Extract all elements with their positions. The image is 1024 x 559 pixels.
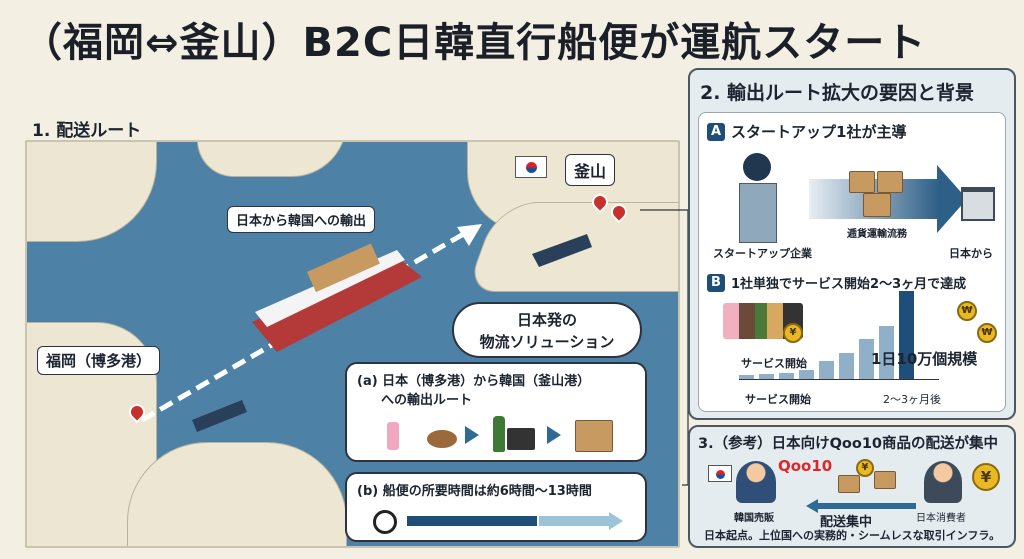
growth-axis xyxy=(739,378,939,380)
section1-heading: 1. 配送ルート xyxy=(32,121,142,141)
growth-bar xyxy=(899,291,914,379)
box-a-line2: への輸出ルート xyxy=(381,393,473,408)
startup-building-icon xyxy=(739,183,777,243)
growth-bar xyxy=(839,352,854,379)
section3-panel: 3.（参考）日本向けQoo10商品の配送が集中 Qoo10 ¥ ¥ 韓国売販 配… xyxy=(688,425,1016,548)
parcels-icon xyxy=(849,171,875,193)
food-icon xyxy=(427,430,457,448)
seller-avatar xyxy=(736,461,776,503)
flow-label: 逓貨運輸流務 xyxy=(847,229,907,240)
cargo-ship xyxy=(252,257,422,352)
growth-bar xyxy=(739,374,754,379)
scale-label: 1日10万個規模 xyxy=(871,350,978,368)
seller-label: 韓国売販 xyxy=(734,513,774,524)
rocket-icon xyxy=(743,153,771,181)
section3-footer: 日本起点。上位国への実務的・シームレスな取引インフラ。 xyxy=(704,529,1001,542)
yen-coin-icon: ¥ xyxy=(856,459,874,477)
cloud-line1: 日本発の xyxy=(516,311,577,329)
flow-label: 配送集中 xyxy=(820,515,873,530)
axis-start-label: サービス開始 xyxy=(745,393,811,406)
yen-coin-icon: ¥ xyxy=(972,463,1000,491)
section2-content: A スタートアップ1社が主導 逓貨運輸流務 スタートアップ企業 日本から B 1社単… xyxy=(698,112,1006,412)
time-bar-extended xyxy=(539,516,609,526)
time-bar xyxy=(407,516,537,526)
parcel-icon xyxy=(838,475,860,493)
won-coin-icon: ₩ xyxy=(957,301,977,321)
badge-a: A xyxy=(707,123,725,141)
consumer-label: 日本消費者 xyxy=(916,513,966,524)
cloud-line2: 物流ソリューション xyxy=(479,333,615,351)
delivery-arrow xyxy=(816,503,916,509)
time-arrow-head xyxy=(609,512,623,530)
export-route-box: (a) 日本（博多港）から韓国（釜山港） への輸出ルート xyxy=(345,362,647,462)
parcels-icon xyxy=(863,193,891,217)
won-coin-icon: ₩ xyxy=(977,323,997,343)
korea-flag-icon xyxy=(708,465,732,482)
route-arrow xyxy=(140,224,592,432)
busan-label: 釜山 xyxy=(565,154,616,186)
growth-bar xyxy=(779,372,794,379)
section3-heading: 3.（参考）日本向けQoo10商品の配送が集中 xyxy=(698,436,999,452)
startup-label: スタートアップ企業 xyxy=(713,247,812,260)
microwave-icon xyxy=(507,428,535,450)
growth-bar xyxy=(759,373,774,379)
sake-bottle-icon xyxy=(493,416,505,452)
cosmetics-icon xyxy=(387,422,399,450)
arrow-icon xyxy=(465,426,479,444)
axis-end-label: 2〜3ヶ月後 xyxy=(883,393,941,406)
factor-a-title: A スタートアップ1社が主導 xyxy=(707,121,906,142)
small-ship-busan xyxy=(532,234,592,267)
page-title: （福岡⇔釜山）B2C日韓直行船便が運航スタート xyxy=(22,20,927,66)
parcel-icon xyxy=(575,420,613,452)
qoo10-logo: Qoo10 xyxy=(778,457,833,475)
growth-chart xyxy=(739,291,939,385)
yen-coin-icon: ¥ xyxy=(783,323,803,343)
land-south xyxy=(127,442,347,546)
growth-bar xyxy=(799,370,814,379)
parcels-icon xyxy=(877,171,903,193)
section2-panel: 2. 輸出ルート拡大の要因と背景 A スタートアップ1社が主導 逓貨運輸流務 スタ… xyxy=(688,68,1016,420)
small-ship-fukuoka xyxy=(192,400,247,432)
box-b-text: (b) 船便の所要時間は約6時間〜13時間 xyxy=(357,484,592,499)
warehouse-icon xyxy=(961,187,995,221)
growth-bar xyxy=(859,339,874,379)
growth-start-label: サービス開始 xyxy=(741,357,807,370)
factor-a-title-text: スタートアップ1社が主導 xyxy=(731,123,907,141)
growth-bar xyxy=(819,361,834,379)
growth-bar xyxy=(879,326,894,379)
destination-label: 日本から xyxy=(949,247,993,260)
consumer-avatar xyxy=(924,461,962,503)
section2-heading: 2. 輸出ルート拡大の要因と背景 xyxy=(700,82,975,104)
box-a-line1: (a) 日本（博多港）から韓国（釜山港） xyxy=(357,374,591,389)
solution-cloud: 日本発の 物流ソリューション xyxy=(452,302,642,358)
korea-flag-icon xyxy=(515,156,547,178)
route-map: 釜山 日本から韓国への輸出 福岡（博多港） 日本発の 物流ソリューション (a)… xyxy=(25,140,680,548)
delivery-arrow-head xyxy=(806,499,818,513)
badge-b: B xyxy=(707,274,725,292)
fukuoka-label: 福岡（博多港） xyxy=(37,346,161,375)
parcel-icon xyxy=(874,471,896,489)
transit-time-box: (b) 船便の所要時間は約6時間〜13時間 xyxy=(345,472,647,542)
factor-b-title: B 1社単独でサービス開始2〜3ヶ月で達成 xyxy=(707,273,966,292)
route-label: 日本から韓国への輸出 xyxy=(227,206,376,233)
arrow-icon xyxy=(547,426,561,444)
factor-b-title-text: 1社単独でサービス開始2〜3ヶ月で達成 xyxy=(731,277,967,292)
clock-icon xyxy=(373,510,397,534)
